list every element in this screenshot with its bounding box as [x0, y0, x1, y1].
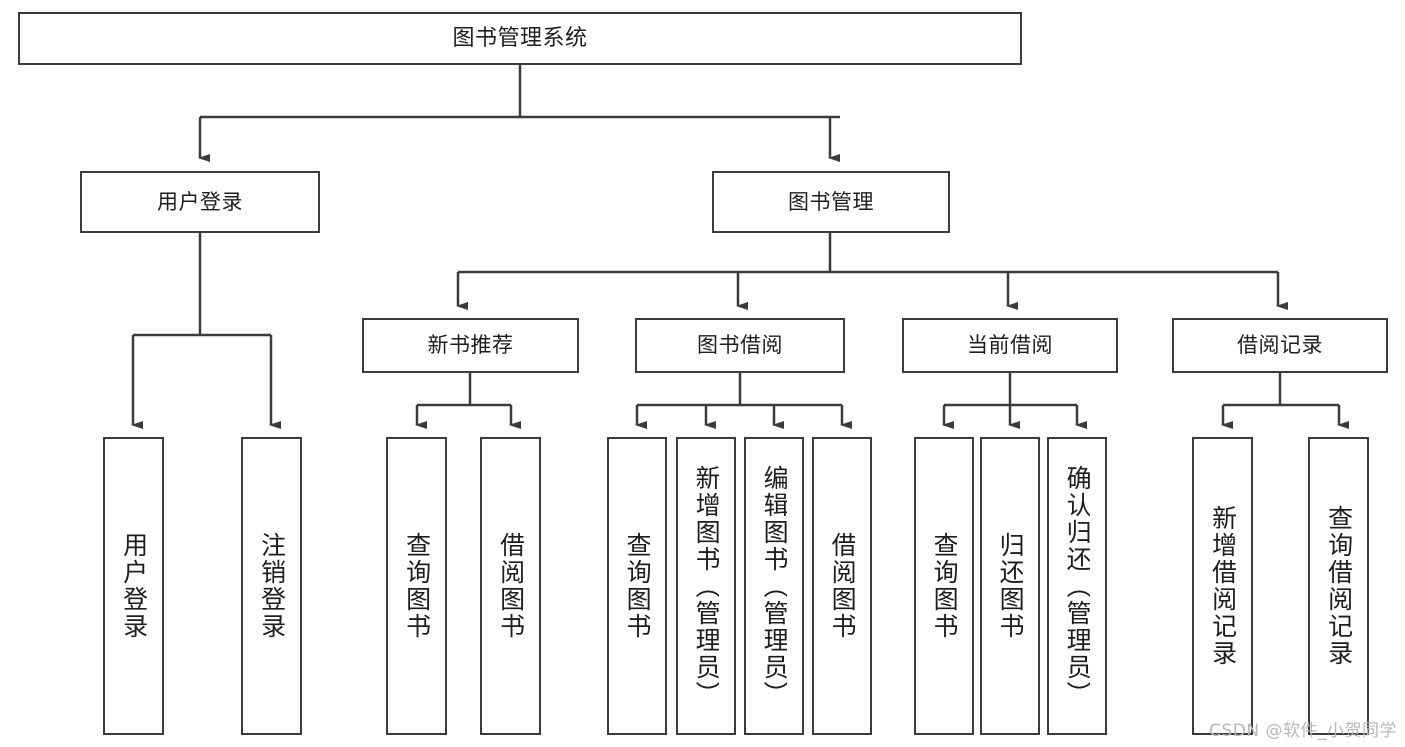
leaf-new-book-borrow[interactable]: 借阅图书 [480, 437, 541, 735]
node-label: 查询借阅记录 [1325, 505, 1352, 667]
node-label: 用户登录 [157, 189, 243, 214]
leaf-new-book-query[interactable]: 查询图书 [386, 437, 447, 735]
leaf-record-add[interactable]: 新增借阅记录 [1192, 437, 1253, 735]
leaf-borrow-query-book[interactable]: 查询图书 [607, 437, 667, 735]
node-label: 用户登录 [120, 532, 147, 640]
node-book-borrow[interactable]: 图书借阅 [635, 318, 845, 373]
leaf-user-login-logout[interactable]: 注销登录 [241, 437, 302, 735]
leaf-current-confirm-return[interactable]: 确认归还（管理员） [1047, 437, 1107, 735]
node-current-borrow[interactable]: 当前借阅 [902, 318, 1118, 373]
node-label: 查询图书 [930, 532, 958, 640]
node-borrow-record[interactable]: 借阅记录 [1172, 318, 1388, 373]
node-label: 新增借阅记录 [1209, 505, 1236, 667]
node-label: 图书管理系统 [452, 25, 588, 51]
leaf-current-query-book[interactable]: 查询图书 [914, 437, 974, 735]
leaf-record-query[interactable]: 查询借阅记录 [1308, 437, 1369, 735]
node-label: 编辑图书（管理员） [760, 464, 788, 708]
node-label: 查询图书 [403, 532, 430, 640]
node-root-system[interactable]: 图书管理系统 [18, 12, 1022, 65]
node-label: 图书管理 [788, 189, 874, 214]
node-label: 借阅图书 [828, 532, 856, 640]
node-new-book-recommend[interactable]: 新书推荐 [362, 318, 579, 373]
node-label: 归还图书 [996, 532, 1024, 640]
node-label: 注销登录 [258, 532, 285, 640]
leaf-borrow-borrow-book[interactable]: 借阅图书 [812, 437, 872, 735]
node-label: 当前借阅 [967, 333, 1053, 358]
node-label: 新书推荐 [427, 333, 514, 358]
watermark-text: CSDN @软件_小贺同学 [1209, 721, 1397, 741]
node-book-management[interactable]: 图书管理 [712, 171, 950, 233]
node-label: 新增图书（管理员） [692, 464, 720, 708]
node-label: 查询图书 [623, 532, 651, 640]
leaf-user-login-login[interactable]: 用户登录 [103, 437, 164, 735]
leaf-borrow-edit-book[interactable]: 编辑图书（管理员） [744, 437, 804, 735]
leaf-current-return-book[interactable]: 归还图书 [980, 437, 1040, 735]
node-label: 确认归还（管理员） [1063, 464, 1091, 708]
node-label: 图书借阅 [697, 333, 783, 358]
leaf-borrow-add-book[interactable]: 新增图书（管理员） [676, 437, 736, 735]
node-label: 借阅图书 [497, 532, 524, 640]
node-user-login[interactable]: 用户登录 [80, 171, 320, 233]
node-label: 借阅记录 [1237, 333, 1323, 358]
